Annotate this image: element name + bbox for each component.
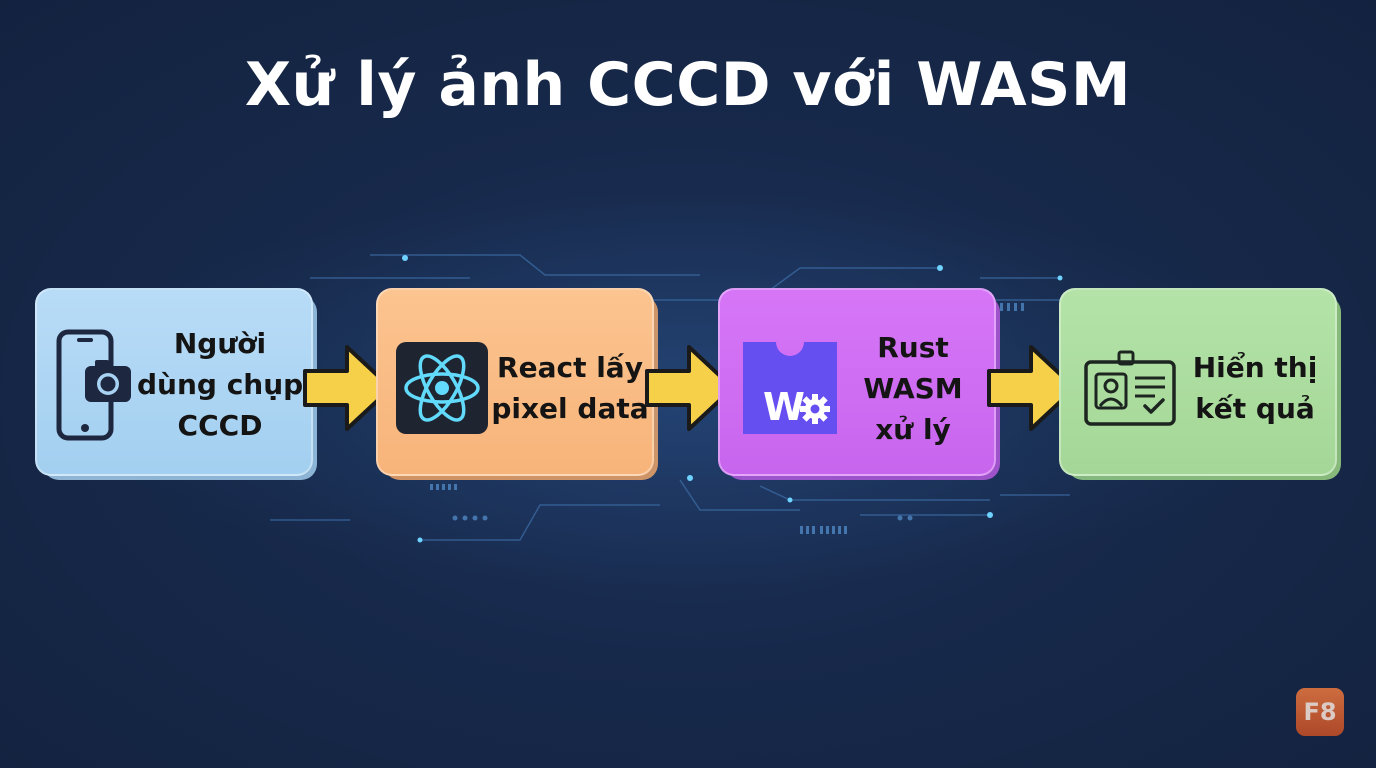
step-label-line: React lấy (497, 351, 643, 384)
step-label: Người dùng chụp CCCD (137, 323, 303, 446)
step-card-capture: Người dùng chụp CCCD (35, 288, 317, 480)
step-label-line: xử lý (875, 413, 951, 446)
step-card-result: Hiển thị kết quả (1059, 288, 1341, 480)
step-label: Rust WASM xử lý (846, 327, 980, 450)
step-label-line: CCCD (177, 409, 263, 442)
step-label-line: WASM (863, 372, 963, 405)
step-label-line: dùng chụp (137, 368, 304, 401)
step-label-line: Rust (877, 331, 949, 364)
brand-logo: F8 (1296, 688, 1344, 736)
step-label-line: kết quả (1195, 392, 1315, 425)
step-label-line: Người (173, 327, 267, 360)
webassembly-logo-icon: W (743, 342, 837, 434)
phone-camera-icon (56, 329, 131, 441)
step-label-line: pixel data (491, 392, 649, 425)
step-label: React lấy pixel data (490, 347, 650, 429)
step-card-wasm: W Rust WASM xử lý (718, 288, 1000, 480)
arrow-right-icon (303, 345, 393, 431)
arrow-right-icon (987, 345, 1077, 431)
step-card-react: React lấy pixel data (376, 288, 658, 480)
step-label: Hiển thị kết quả (1185, 347, 1325, 429)
arrow-right-icon (645, 345, 735, 431)
id-card-check-icon (1084, 350, 1176, 426)
svg-text:W: W (763, 385, 805, 429)
step-label-line: Hiển thị (1192, 351, 1318, 384)
react-logo-icon (396, 342, 488, 434)
diagram-title: Xử lý ảnh CCCD với WASM (244, 50, 1132, 120)
